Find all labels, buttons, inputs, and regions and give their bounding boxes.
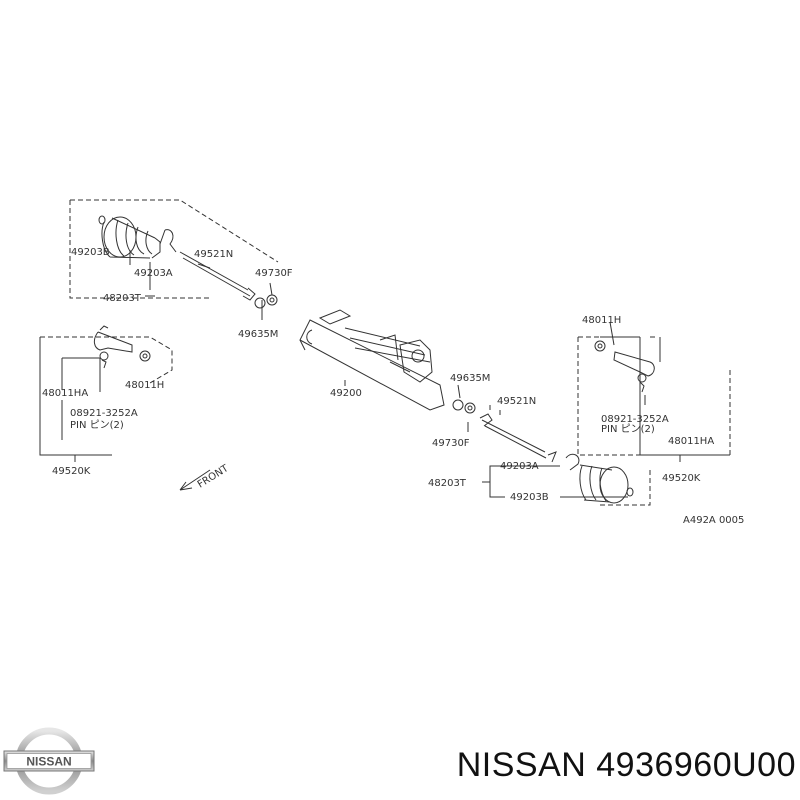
label-49203b-right: 49203B: [510, 492, 549, 503]
label-49521n-right: 49521N: [497, 396, 536, 407]
label-49635m-right: 49635M: [450, 373, 490, 384]
label-49520k-right: 49520K: [662, 473, 701, 484]
label-49203a-left: 49203A: [134, 268, 173, 279]
nissan-logo-icon: NISSAN: [3, 727, 95, 795]
label-48011h-right: 48011H: [582, 315, 621, 326]
label-48203t-left: 48203T: [103, 293, 142, 304]
label-48011ha-right: 48011HA: [668, 436, 714, 447]
label-49200: 49200: [330, 388, 362, 399]
label-49203b-left: 49203B: [71, 247, 110, 258]
label-49730f-right: 49730F: [432, 438, 470, 449]
label-08921-right: 08921-3252A: [601, 414, 669, 425]
reference-code: A492A 0005: [683, 515, 744, 526]
label-49520k-left: 49520K: [52, 466, 91, 477]
steering-rack-49200: [299, 309, 445, 411]
label-48011h-left: 48011H: [125, 380, 164, 391]
label-48203t-right: 48203T: [428, 478, 467, 489]
label-front: FRONT: [196, 463, 232, 491]
label-pin-right: PIN ピン(2): [601, 423, 655, 435]
label-pin-left: PIN ピン(2): [70, 419, 124, 431]
part-number-caption: NISSAN 4936960U00: [456, 746, 796, 784]
label-49521n-left: 49521N: [194, 249, 233, 260]
label-49730f-left: 49730F: [255, 268, 293, 279]
logo-text: NISSAN: [26, 755, 71, 769]
label-08921-left: 08921-3252A: [70, 408, 138, 419]
right-boot-49203b: [579, 464, 634, 504]
label-49203a-right: 49203A: [500, 461, 539, 472]
left-boot-49203b: [98, 215, 161, 259]
label-48011ha-left: 48011HA: [42, 388, 88, 399]
label-49635m-left: 49635M: [238, 329, 278, 340]
